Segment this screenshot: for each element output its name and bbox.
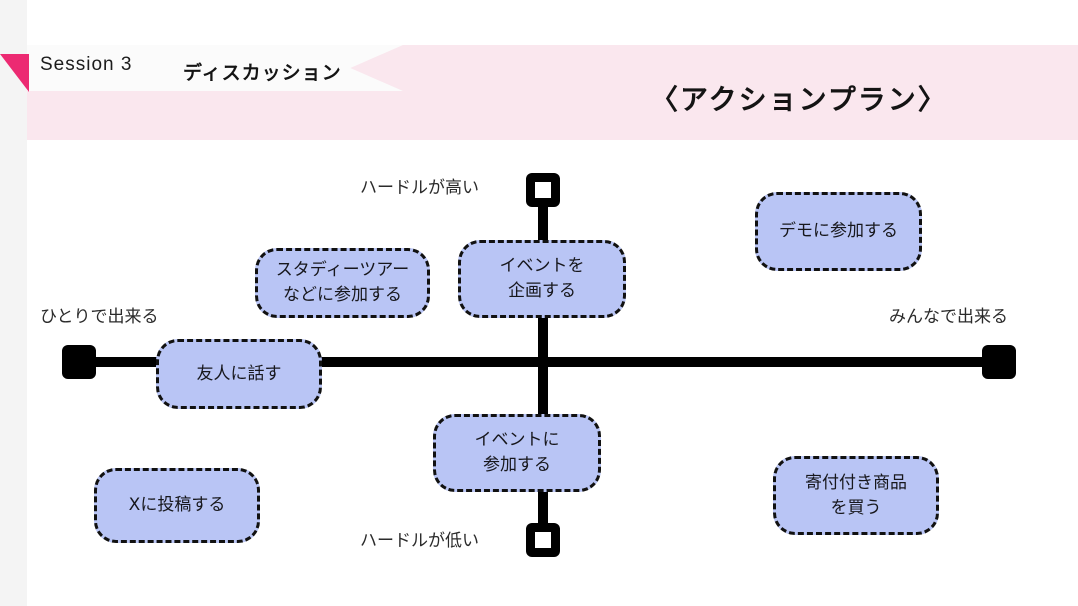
card-label: イベントを 企画する [499, 256, 585, 301]
card-post-on-x[interactable]: Xに投稿する [94, 468, 260, 543]
axis-label-right: みんなで出来る [889, 307, 1008, 327]
axis-endpoint-right-icon [982, 345, 1016, 379]
card-label: デモに参加する [779, 221, 898, 242]
card-label: 友人に話す [196, 363, 282, 384]
vertical-axis [538, 188, 548, 540]
card-label: Xに投稿する [128, 495, 226, 516]
card-plan-event[interactable]: イベントを 企画する [458, 240, 626, 318]
header-ribbon [27, 45, 403, 91]
card-join-event[interactable]: イベントに 参加する [433, 414, 601, 492]
card-buy-donation-goods[interactable]: 寄付付き商品 を買う [773, 456, 939, 535]
card-join-demo[interactable]: デモに参加する [755, 192, 922, 271]
card-label: イベントに 参加する [474, 430, 560, 475]
card-tell-friend[interactable]: 友人に話す [156, 339, 322, 409]
session-subtitle: ディスカッション [183, 62, 342, 84]
axis-endpoint-top-icon [526, 173, 560, 207]
axis-label-top: ハードルが高い [360, 178, 479, 198]
axis-endpoint-bottom-icon [526, 523, 560, 557]
axis-endpoint-left-icon [62, 345, 96, 379]
page-title: 〈アクションプラン〉 [650, 83, 948, 116]
session-label: Session 3 [40, 54, 133, 75]
axis-label-left: ひとりで出来る [40, 307, 159, 327]
axis-label-bottom: ハードルが低い [360, 531, 479, 551]
card-label: 寄付付き商品 を買う [805, 472, 907, 518]
card-label: スタディーツアー などに参加する [275, 260, 410, 305]
header-triangle-icon [0, 54, 29, 92]
card-study-tour[interactable]: スタディーツアー などに参加する [255, 248, 430, 318]
